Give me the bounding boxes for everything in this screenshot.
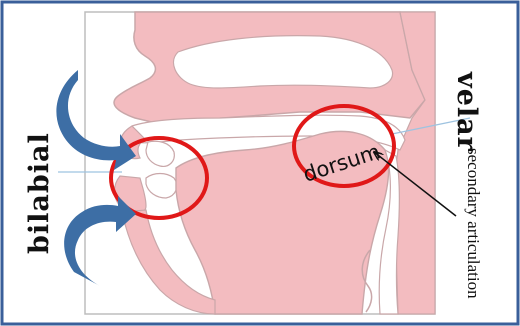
secondary-articulation-label: secondary articulation — [464, 148, 483, 299]
nasal-cavity — [174, 36, 393, 88]
velar-label: velar — [451, 71, 482, 152]
bilabial-label: bilabial — [24, 132, 55, 254]
vocal-tract — [114, 12, 435, 314]
